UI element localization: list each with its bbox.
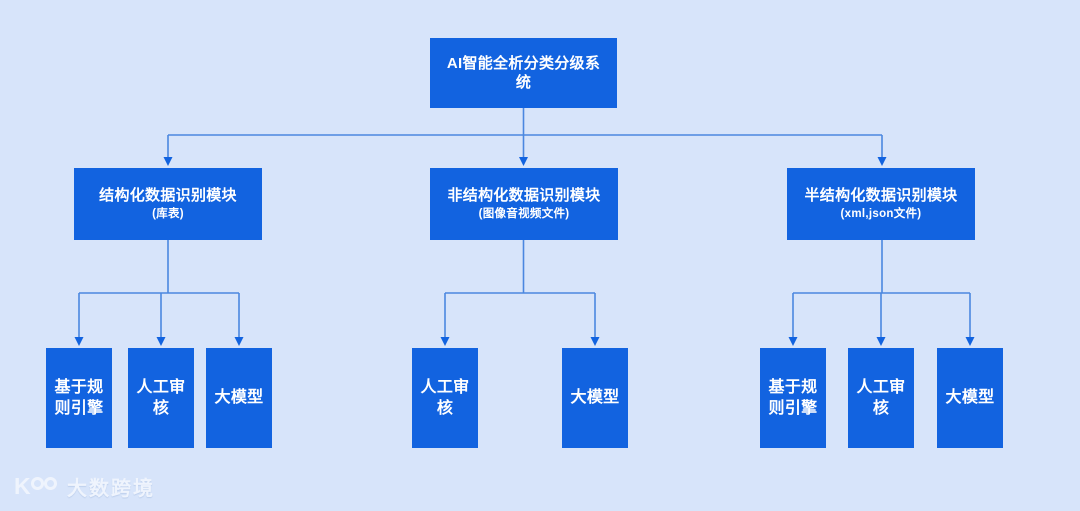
node-leaf-rule-engine[interactable]: 基于规则引擎 bbox=[760, 348, 826, 448]
node-branch-sublabel: (图像音视频文件) bbox=[478, 208, 570, 221]
logo-dot-icon bbox=[44, 476, 57, 490]
node-leaf-manual-review[interactable]: 人工审核 bbox=[412, 348, 478, 448]
node-leaf-large-model[interactable]: 大模型 bbox=[562, 348, 628, 448]
brand-logo-icon: K bbox=[14, 472, 58, 499]
node-leaf-rule-engine[interactable]: 基于规则引擎 bbox=[46, 348, 112, 448]
node-leaf-large-model[interactable]: 大模型 bbox=[937, 348, 1003, 448]
watermark-label: 大数跨境 bbox=[67, 478, 155, 500]
node-branch-label: 结构化数据识别模块 bbox=[99, 187, 237, 205]
node-leaf-label: 人工审核 bbox=[420, 378, 470, 417]
node-root[interactable]: AI智能全析分类分级系统 bbox=[430, 38, 617, 108]
logo-k-glyph: K bbox=[14, 472, 31, 499]
node-leaf-label: 人工审核 bbox=[136, 378, 186, 417]
node-branch-semistructured[interactable]: 半结构化数据识别模块 (xml,json文件) bbox=[787, 168, 975, 240]
node-branch-sublabel: (库表) bbox=[152, 208, 184, 221]
node-branch-label: 半结构化数据识别模块 bbox=[804, 187, 958, 205]
node-branch-unstructured[interactable]: 非结构化数据识别模块 (图像音视频文件) bbox=[430, 168, 618, 240]
node-leaf-large-model[interactable]: 大模型 bbox=[206, 348, 272, 448]
node-leaf-label: 基于规则引擎 bbox=[768, 378, 818, 417]
node-leaf-label: 大模型 bbox=[570, 389, 620, 407]
node-leaf-manual-review[interactable]: 人工审核 bbox=[848, 348, 914, 448]
node-branch-sublabel: (xml,json文件) bbox=[840, 208, 922, 221]
node-leaf-label: 基于规则引擎 bbox=[54, 378, 104, 417]
node-leaf-label: 大模型 bbox=[945, 389, 995, 407]
node-leaf-manual-review[interactable]: 人工审核 bbox=[128, 348, 194, 448]
node-leaf-label: 大模型 bbox=[214, 389, 264, 407]
logo-dot-icon bbox=[31, 476, 44, 490]
node-leaf-label: 人工审核 bbox=[856, 378, 906, 417]
node-branch-structured[interactable]: 结构化数据识别模块 (库表) bbox=[74, 168, 262, 240]
watermark: K 大数跨境 bbox=[14, 472, 155, 501]
node-root-label: AI智能全析分类分级系统 bbox=[446, 54, 601, 91]
node-branch-label: 非结构化数据识别模块 bbox=[447, 187, 601, 205]
